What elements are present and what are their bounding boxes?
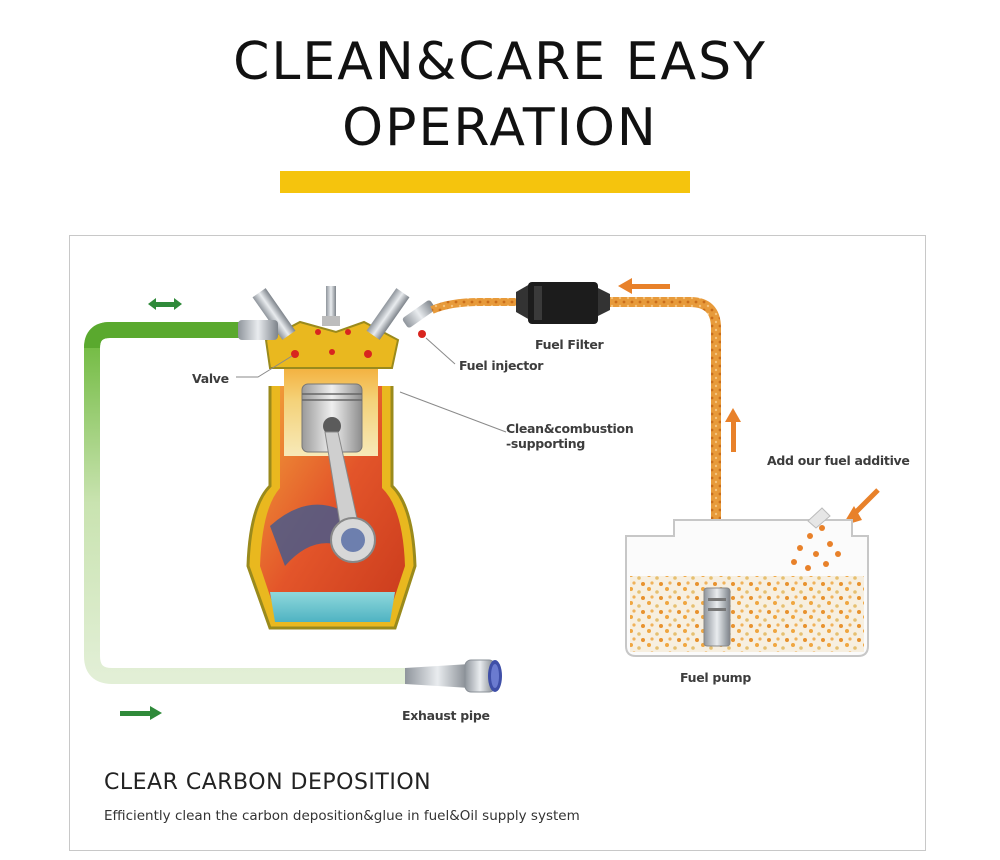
fuel-injector-icon xyxy=(402,300,436,338)
title-accent-bar xyxy=(280,171,690,193)
label-fuel-pump: Fuel pump xyxy=(680,670,752,685)
label-clean-combustion-line-1: Clean&combustion xyxy=(506,421,634,436)
engine-diagram-graphic xyxy=(84,278,880,720)
exhaust-muffler-icon xyxy=(405,659,502,693)
page-title-line-1: CLEAN&CARE EASY xyxy=(233,32,767,92)
fuel-line-injector xyxy=(430,298,516,314)
exhaust-flow-arrow xyxy=(120,706,162,720)
label-fuel-injector: Fuel injector xyxy=(459,358,544,373)
label-clean-combustion: Clean&combustion -supporting xyxy=(506,421,634,451)
fuel-line-tank xyxy=(610,297,721,596)
fuel-pump-icon xyxy=(703,587,731,647)
fuel-flow-arrow-left xyxy=(618,278,670,294)
page-title-line-2: OPERATION xyxy=(342,98,658,158)
engine-fuel-diagram-panel: Valve Fuel Filter Fuel injector Clean&co… xyxy=(69,235,926,851)
caption-title: CLEAR CARBON DEPOSITION xyxy=(104,770,432,795)
intake-flow-arrow xyxy=(148,298,182,310)
label-fuel-filter: Fuel Filter xyxy=(535,337,604,352)
label-clean-combustion-line-2: -supporting xyxy=(506,436,585,451)
label-exhaust-pipe: Exhaust pipe xyxy=(402,708,490,723)
fuel-tank-icon xyxy=(625,507,869,657)
fuel-filter-icon xyxy=(516,282,610,324)
engine-cylinder-icon xyxy=(238,286,417,630)
caption-subtitle: Efficiently clean the carbon deposition&… xyxy=(104,808,580,824)
fuel-flow-arrow-up xyxy=(725,408,741,452)
label-add-fuel-additive: Add our fuel additive xyxy=(767,453,910,468)
label-leader-lines xyxy=(236,337,507,433)
label-valve: Valve xyxy=(192,371,229,386)
